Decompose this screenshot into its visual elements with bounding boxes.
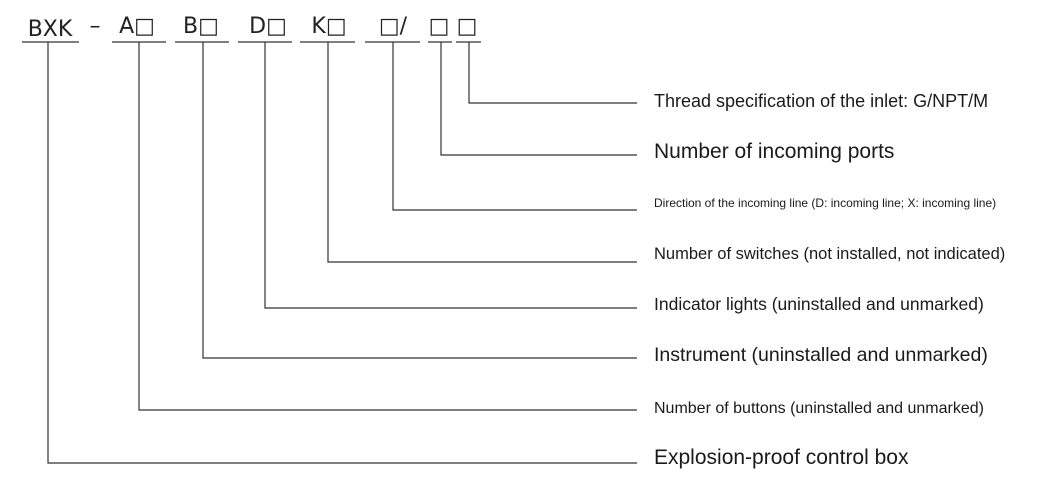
label-indicator: Indicator lights (uninstalled and unmark… (654, 294, 984, 314)
leader-instrument (202, 42, 637, 359)
code-segment-instrument: B□ (183, 14, 219, 39)
leader-buttons (138, 42, 637, 411)
leader-lines (47, 42, 637, 464)
label-ports: Number of incoming ports (654, 140, 894, 163)
code-segment-dash: – (90, 14, 101, 39)
code-segment-thread: □ (457, 14, 478, 39)
leader-switches (327, 42, 637, 263)
code-segment-series: BXK (28, 17, 73, 42)
leader-series (47, 42, 637, 464)
label-thread: Thread specification of the inlet: G/NPT… (654, 91, 988, 111)
label-direction: Direction of the incoming line (D: incom… (654, 196, 996, 210)
label-series: Explosion-proof control box (654, 446, 909, 469)
code-segment-buttons: A□ (119, 14, 155, 39)
leader-direction (392, 42, 637, 211)
leader-ports (440, 42, 637, 156)
code-segment-ports: □ (429, 14, 450, 39)
code-segment-indicator: D□ (249, 14, 287, 39)
label-instrument: Instrument (uninstalled and unmarked) (654, 344, 988, 366)
descriptions: Thread specification of the inlet: G/NPT… (654, 91, 1005, 469)
model-code: BXK – A□ B□ D□ K□ □/ □ □ (28, 14, 478, 42)
label-switches: Number of switches (not installed, not i… (654, 245, 1005, 263)
code-segment-direction: □/ (379, 14, 408, 39)
leader-thread (468, 42, 637, 104)
code-segment-switches: K□ (311, 14, 346, 39)
leader-indicator (264, 42, 637, 309)
label-buttons: Number of buttons (uninstalled and unmar… (654, 400, 984, 417)
